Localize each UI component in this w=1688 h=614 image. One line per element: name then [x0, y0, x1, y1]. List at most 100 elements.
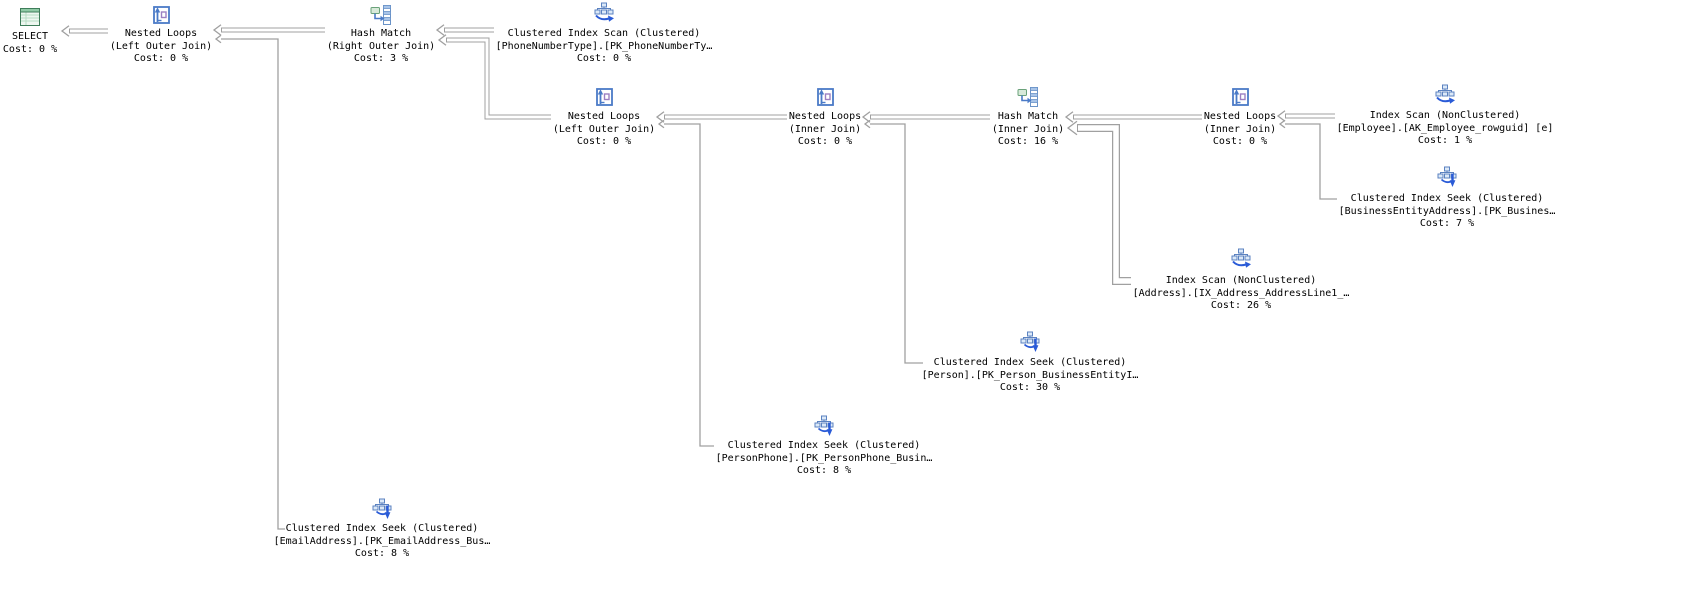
index-scan-icon: [594, 2, 614, 22]
arrowhead: [657, 119, 665, 129]
index-scan-icon: [1435, 84, 1455, 104]
plan-node-hash-match-inner[interactable]: Hash Match(Inner Join)Cost: 16 %: [868, 86, 1188, 149]
plan-edge-clustered-index-seek-businessentityaddress--nested-loops-inner-2: [1278, 119, 1337, 200]
plan-node-label: [PhoneNumberType].[PK_PhoneNumberTy…: [495, 40, 713, 52]
arrowhead: [214, 34, 222, 44]
plan-node-label: Cost: 0 %: [133, 53, 189, 64]
nested-loops-icon: [1232, 88, 1249, 106]
index-seek-icon: [1437, 166, 1457, 187]
plan-node-labels: Hash Match(Right Outer Join)Cost: 3 %: [221, 28, 541, 66]
plan-edge-hash-match-right-outer--nested-loops-left-outer-1: [212, 24, 325, 36]
plan-node-labels: Clustered Index Seek (Clustered)[EmailAd…: [222, 523, 542, 561]
plan-node-index-scan-address[interactable]: Index Scan (NonClustered)[Address].[IX_A…: [1081, 248, 1401, 313]
arrowhead: [437, 34, 447, 46]
plan-node-label: Nested Loops: [1203, 111, 1277, 122]
plan-node-label: Clustered Index Seek (Clustered): [285, 523, 479, 534]
arrowhead: [1064, 111, 1074, 123]
hash-match-icon: [370, 5, 391, 25]
plan-node-label: Nested Loops: [788, 111, 862, 122]
plan-node-label: Cost: 3 %: [353, 53, 409, 64]
plan-node-label: [PersonPhone].[PK_PersonPhone_Busin…: [715, 452, 933, 464]
plan-node-labels: Nested Loops(Left Outer Join)Cost: 0 %: [1, 28, 321, 66]
plan-edge-nested-loops-left-outer-2--hash-match-right-outer: [437, 34, 551, 120]
index-scan-icon: [1231, 248, 1251, 268]
plan-node-label: (Left Outer Join): [109, 40, 213, 52]
arrowhead: [212, 24, 222, 36]
plan-node-label: Cost: 26 %: [1210, 300, 1272, 311]
plan-node-nested-loops-inner-1[interactable]: Nested Loops(Inner Join)Cost: 0 %: [665, 86, 985, 149]
nested-loops-icon: [153, 6, 170, 24]
plan-node-label: Cost: 0 %: [2, 43, 58, 55]
plan-node-label: Clustered Index Scan (Clustered): [507, 28, 701, 39]
index-seek-icon: [814, 415, 834, 436]
plan-node-label: (Right Outer Join): [326, 40, 436, 52]
plan-edge-index-scan-employee--nested-loops-inner-2: [1276, 110, 1335, 122]
plan-node-label: Nested Loops: [124, 28, 198, 39]
plan-edge-clustered-index-seek-emailaddress--nested-loops-left-outer-1: [214, 34, 285, 530]
plan-node-nested-loops-inner-2[interactable]: Nested Loops(Inner Join)Cost: 0 %: [1080, 86, 1400, 149]
plan-node-labels: Clustered Index Seek (Clustered)[PersonP…: [664, 440, 984, 478]
plan-node-label: (Left Outer Join): [552, 123, 656, 135]
plan-edge-hash-match-inner--nested-loops-inner-1: [861, 111, 990, 123]
plan-node-label: [Employee].[AK_Employee_rowguid] [e]: [1336, 122, 1554, 134]
plan-node-label: Nested Loops: [567, 111, 641, 122]
plan-edge-clustered-index-scan-phonenumbertype--hash-match-right-outer: [435, 24, 494, 36]
plan-node-label: (Inner Join): [1203, 123, 1277, 135]
index-seek-icon: [372, 498, 392, 519]
plan-node-label: Cost: 30 %: [999, 382, 1061, 393]
plan-node-label: Cost: 1 %: [1417, 135, 1473, 146]
plan-node-label: Clustered Index Seek (Clustered): [1350, 193, 1544, 204]
plan-node-label: Hash Match: [350, 28, 412, 39]
plan-node-label: Cost: 8 %: [796, 465, 852, 476]
plan-node-label: SELECT: [11, 31, 49, 42]
hash-match-icon: [1017, 87, 1038, 107]
plan-node-label: Index Scan (NonClustered): [1165, 275, 1317, 286]
plan-node-clustered-index-seek-businessentityaddress[interactable]: Clustered Index Seek (Clustered)[Busines…: [1287, 166, 1607, 231]
plan-edge-nested-loops-left-outer-1--select: [60, 25, 108, 37]
plan-node-label: Clustered Index Seek (Clustered): [727, 440, 921, 451]
plan-node-labels: Nested Loops(Inner Join)Cost: 0 %: [1080, 111, 1400, 149]
plan-node-nested-loops-left-outer-1[interactable]: Nested Loops(Left Outer Join)Cost: 0 %: [1, 4, 321, 66]
plan-node-labels: Index Scan (NonClustered)[Address].[IX_A…: [1081, 275, 1401, 313]
arrowhead: [863, 119, 871, 129]
plan-node-labels: Index Scan (NonClustered)[Employee].[AK_…: [1285, 110, 1605, 148]
plan-edge-nested-loops-inner-1--nested-loops-left-outer-2: [655, 111, 787, 123]
plan-node-index-scan-employee[interactable]: Index Scan (NonClustered)[Employee].[AK_…: [1285, 84, 1605, 148]
plan-node-label: Cost: 16 %: [997, 136, 1059, 147]
plan-node-labels: Clustered Index Scan (Clustered)[PhoneNu…: [444, 28, 764, 66]
arrowhead: [1066, 120, 1078, 136]
arrowhead: [655, 111, 665, 123]
plan-node-label: Cost: 8 %: [354, 548, 410, 559]
plan-node-label: [BusinessEntityAddress].[PK_Busines…: [1338, 205, 1556, 217]
index-seek-icon: [1020, 331, 1040, 352]
plan-node-label: [EmailAddress].[PK_EmailAddress_Bus…: [273, 535, 491, 547]
plan-node-clustered-index-seek-emailaddress[interactable]: Clustered Index Seek (Clustered)[EmailAd…: [222, 498, 542, 561]
plan-node-hash-match-right-outer[interactable]: Hash Match(Right Outer Join)Cost: 3 %: [221, 4, 541, 66]
plan-node-labels: Nested Loops(Inner Join)Cost: 0 %: [665, 111, 985, 149]
nested-loops-icon: [817, 88, 834, 106]
plan-node-label: Cost: 0 %: [1212, 136, 1268, 147]
plan-edge-clustered-index-seek-person--nested-loops-inner-1: [863, 119, 923, 364]
plan-edge-index-scan-address--hash-match-inner: [1066, 120, 1131, 285]
plan-node-clustered-index-seek-person[interactable]: Clustered Index Seek (Clustered)[Person]…: [870, 331, 1190, 395]
plan-edge-clustered-index-seek-personphone--nested-loops-left-outer-2: [657, 119, 714, 447]
result-icon: [20, 8, 40, 26]
arrowhead: [435, 24, 445, 36]
plan-node-label: [Person].[PK_Person_BusinessEntityI…: [921, 369, 1139, 381]
plan-node-label: Cost: 0 %: [797, 136, 853, 147]
plan-node-label: [Address].[IX_Address_AddressLine1_…: [1132, 287, 1350, 299]
plan-node-nested-loops-left-outer-2[interactable]: Nested Loops(Left Outer Join)Cost: 0 %: [444, 86, 764, 149]
plan-node-clustered-index-seek-personphone[interactable]: Clustered Index Seek (Clustered)[PersonP…: [664, 415, 984, 478]
plan-node-label: Index Scan (NonClustered): [1369, 110, 1521, 121]
plan-node-clustered-index-scan-phonenumbertype[interactable]: Clustered Index Scan (Clustered)[PhoneNu…: [444, 2, 764, 66]
arrowhead: [861, 111, 871, 123]
plan-edge-nested-loops-inner-2--hash-match-inner: [1064, 111, 1202, 123]
plan-node-labels: Clustered Index Seek (Clustered)[Person]…: [870, 357, 1190, 395]
plan-node-label: Cost: 0 %: [576, 53, 632, 64]
plan-node-labels: Clustered Index Seek (Clustered)[Busines…: [1287, 193, 1607, 231]
plan-node-label: Clustered Index Seek (Clustered): [933, 357, 1127, 368]
